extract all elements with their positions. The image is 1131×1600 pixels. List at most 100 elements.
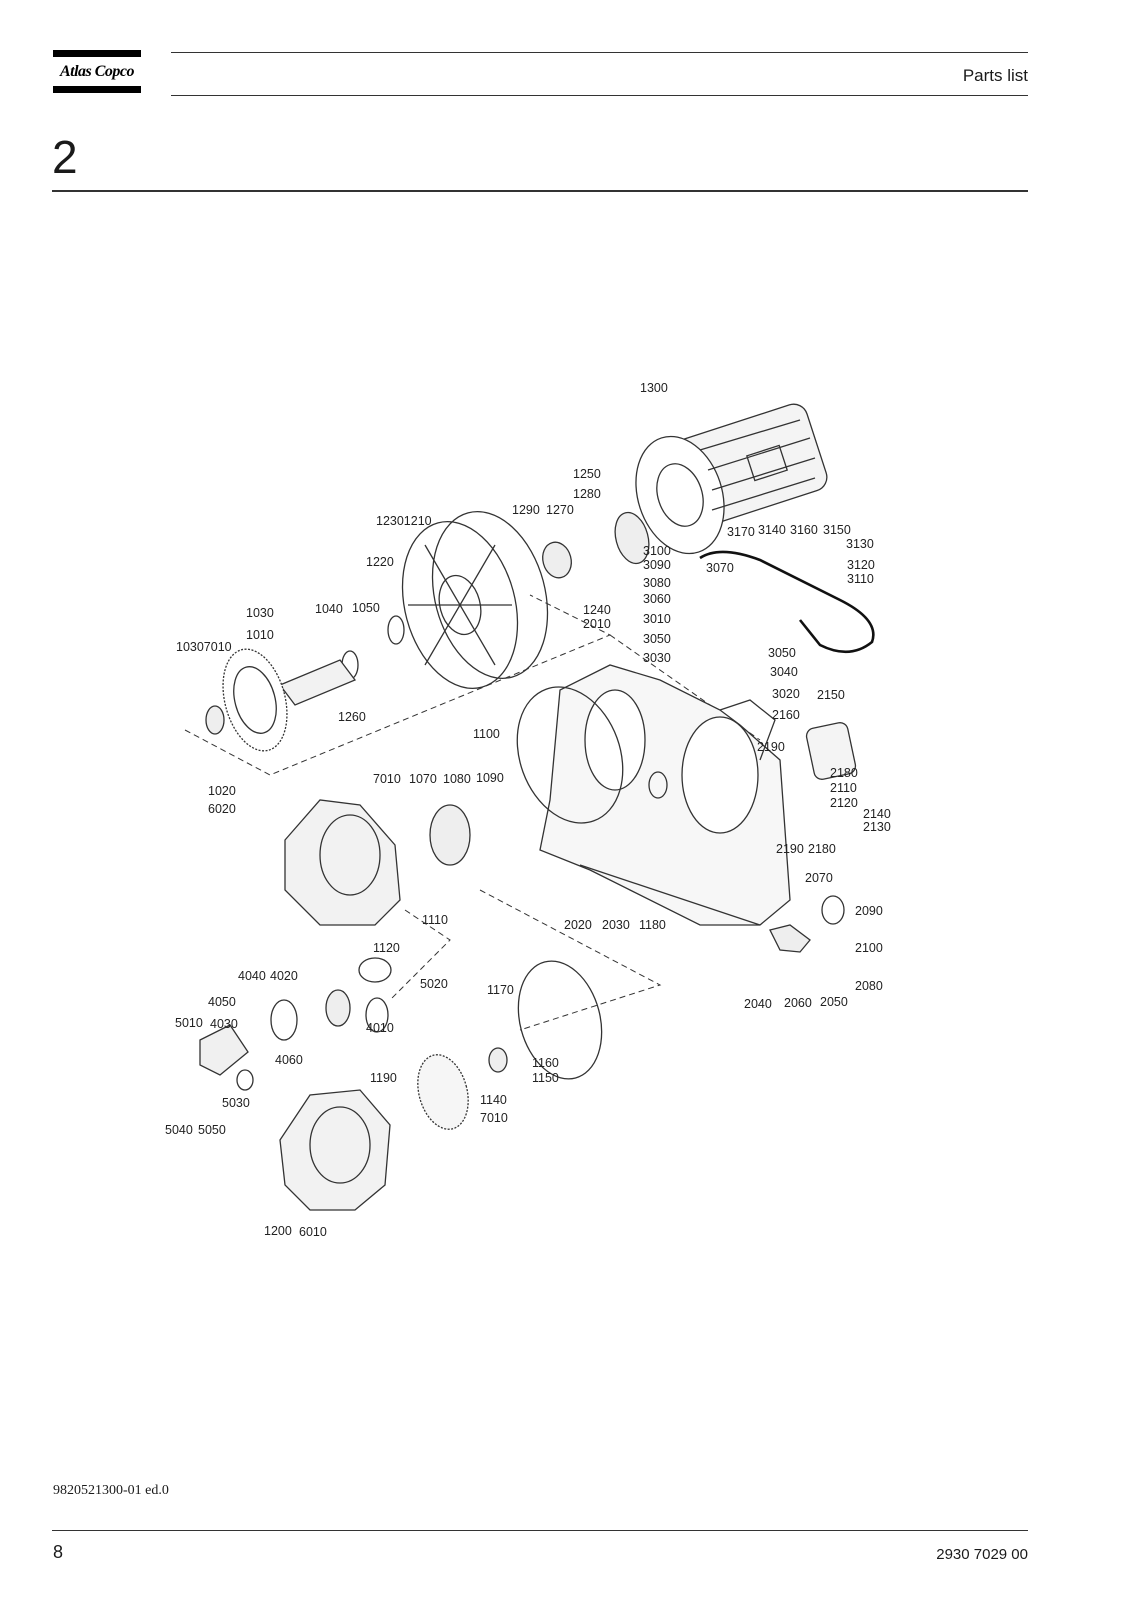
part-label: 5020 [420,977,448,991]
logo-wordmark: Atlas Copco [59,63,135,80]
logo-bar-bottom [53,86,141,93]
part-label: 4050 [208,995,236,1009]
part-label: 1140 [480,1093,507,1107]
part-label: 2030 [602,918,630,932]
part-label: 3110 [847,572,874,586]
part-label: 5030 [222,1096,250,1110]
part-label: 1080 [443,772,471,786]
part-label: 6010 [299,1225,327,1239]
part-label: 3080 [643,576,671,590]
part-label: 3150 [823,523,851,537]
part-label: 2090 [855,904,883,918]
part-label: 10307010 [176,640,232,654]
front-cover [284,799,471,926]
part-label: 1180 [639,918,666,932]
diagram-drawing [184,403,875,1211]
part-label: 2160 [772,708,800,722]
part-label: 2010 [583,617,611,631]
part-label: 4010 [366,1021,394,1035]
part-label: 1120 [373,941,400,955]
part-label: 1050 [352,601,380,615]
part-label: 1200 [264,1224,292,1238]
part-label: 2140 [863,807,891,821]
part-label: 5010 [175,1016,203,1030]
part-label: 1190 [370,1071,397,1085]
part-label: 1010 [246,628,274,642]
part-label: 4020 [270,969,298,983]
part-label: 1110 [422,913,448,927]
part-label: 3120 [847,558,875,572]
part-label: 4060 [275,1053,303,1067]
part-label: 2190 [776,842,804,856]
part-label: 1270 [546,503,574,517]
part-label: 2070 [805,871,833,885]
page-number: 8 [53,1542,64,1562]
part-label: 2020 [564,918,592,932]
section-number: 2 [52,131,78,183]
part-label: 1280 [573,487,601,501]
rear-cover [279,1089,391,1211]
part-label: 5040 [165,1123,193,1137]
part-label: 3160 [790,523,818,537]
part-label: 2190 [757,740,785,754]
part-label: 2120 [830,796,858,810]
document-id: 9820521300-01 ed.0 [53,1483,169,1498]
part-label: 2040 [744,997,772,1011]
atlas-copco-logo: Atlas Copco [53,50,141,94]
header-rule-top [171,52,1028,53]
part-labels: 1300 1250 1280 1290 1270 12301210 1220 1… [165,381,891,1239]
part-label: 2110 [830,781,857,795]
part-label: 1070 [409,772,437,786]
part-label: 3050 [768,646,796,660]
part-label: 2130 [863,820,891,834]
header-rule-bottom [171,95,1028,96]
part-label: 1160 [532,1056,559,1070]
part-label: 7010 [373,772,401,786]
part-label: 1250 [573,467,601,481]
footer-rule [52,1530,1028,1531]
part-label: 12301210 [376,514,432,528]
part-label: 3010 [643,612,671,626]
part-label: 1240 [583,603,611,617]
part-label: 7010 [480,1111,508,1125]
part-label: 1040 [315,602,343,616]
diagram-svg: 1300 1250 1280 1290 1270 12301210 1220 1… [165,381,891,1239]
part-label: 6020 [208,802,236,816]
part-label: 3090 [643,558,671,572]
part-label: 2180 [808,842,836,856]
part-label: 3130 [846,537,874,551]
part-label: 1030 [246,606,274,620]
adapter-housing [401,511,549,689]
part-label: 2050 [820,995,848,1009]
part-label: 1020 [208,784,236,798]
part-label: 3050 [643,632,671,646]
part-label: 1260 [338,710,366,724]
electric-motor [635,403,828,555]
part-label: 3140 [758,523,786,537]
part-label: 3060 [643,592,671,606]
part-label: 1220 [366,555,394,569]
logo-bar-top [53,50,141,57]
gear-shaft [205,648,357,752]
part-label: 1090 [476,771,504,785]
part-label: 2100 [855,941,883,955]
part-label: 3070 [706,561,734,575]
part-label: 2060 [784,996,812,1010]
part-label: 2080 [855,979,883,993]
part-label: 1300 [640,381,668,395]
part-label: 3030 [643,651,671,665]
exploded-parts-diagram: 1300 1250 1280 1290 1270 12301210 1220 1… [160,380,920,1280]
part-label: 1290 [512,503,540,517]
part-label: 3170 [727,525,755,539]
part-label: 3020 [772,687,800,701]
part-label: 2150 [817,688,845,702]
part-label: 1170 [487,983,514,997]
part-label: 1150 [532,1071,559,1085]
main-gearbox-housing [516,664,791,926]
part-label: 1100 [473,727,500,741]
header-title: Parts list [962,66,1028,85]
part-label: 4040 [238,969,266,983]
part-label: 3100 [643,544,671,558]
part-label: 5050 [198,1123,226,1137]
section-rule [52,190,1028,192]
